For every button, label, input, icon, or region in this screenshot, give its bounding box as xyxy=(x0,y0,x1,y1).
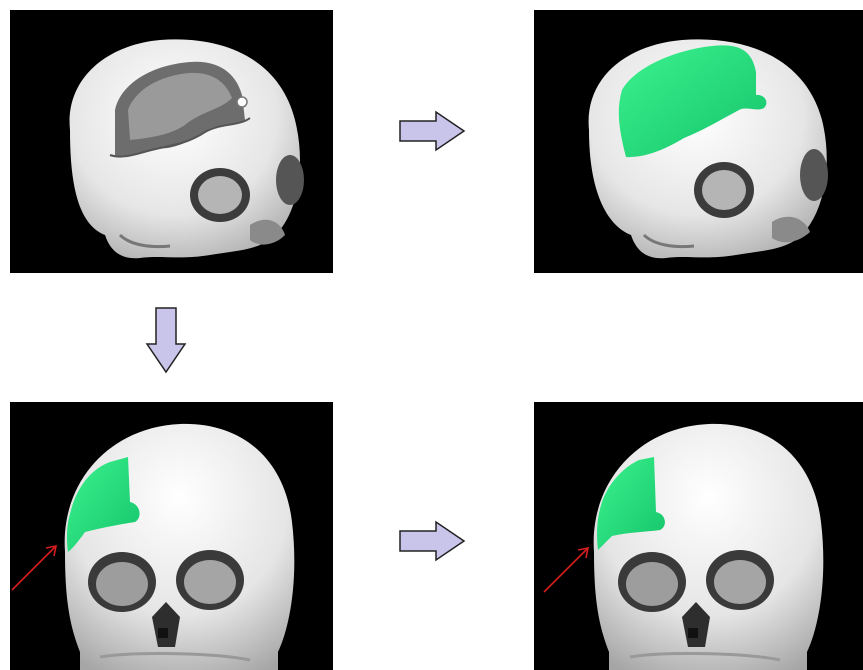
refined-implant-frontal-skull-image xyxy=(534,402,863,670)
implant-oblique-skull-image xyxy=(534,10,863,273)
defect-skull-panel xyxy=(10,10,333,273)
implant-oblique-panel xyxy=(534,10,863,273)
refined-implant-frontal-panel xyxy=(534,402,863,670)
indicator-arrow-icon xyxy=(544,548,588,592)
implant-frontal-panel xyxy=(10,402,333,670)
indicator-arrow-icon xyxy=(12,546,56,590)
right-arrow-icon xyxy=(398,520,468,562)
defect-skull-image xyxy=(10,10,333,273)
down-arrow-icon xyxy=(145,306,187,376)
implant-frontal-skull-image xyxy=(10,402,333,670)
right-arrow-icon xyxy=(398,110,468,152)
